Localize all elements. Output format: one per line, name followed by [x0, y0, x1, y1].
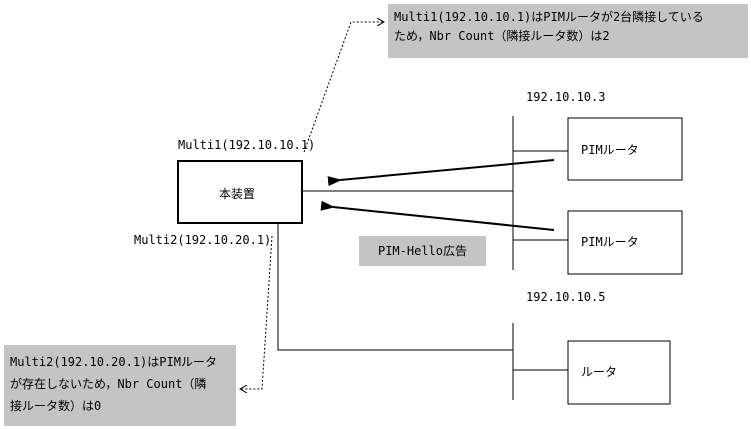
interface1-label: Multi1(192.10.10.1): [178, 138, 316, 152]
hello-arrow-1: [327, 159, 555, 187]
router1-box: [567, 117, 683, 181]
link-device-net2: [277, 223, 513, 351]
note-top-right: Multi1(192.10.10.1)はPIMルータが2台隣接している ため，N…: [388, 4, 748, 58]
net1-label: 192.10.10.3: [526, 90, 606, 104]
router1-label: PIMルータ: [581, 143, 639, 157]
note-bottom-line-3: 接ルータ数）は0: [10, 399, 102, 413]
router3-label: ルータ: [581, 365, 618, 379]
pim-hello-label: PIM-Hello広告: [359, 236, 486, 266]
note-bottom-line-1: Multi2(192.10.20.1)はPIMルータ: [10, 355, 217, 369]
device-label: 本装置: [219, 187, 256, 201]
router2-label: PIMルータ: [581, 235, 639, 249]
leader-bottom-note: [240, 235, 273, 389]
net2-label: 192.10.10.5: [526, 290, 606, 304]
leader-top-note: [303, 22, 384, 153]
device-box: [177, 160, 303, 224]
router2-box: [567, 210, 683, 275]
hello-arrow-2: [320, 200, 555, 231]
interface2-label: Multi2(192.10.20.1): [134, 233, 272, 247]
note-top-line-1: Multi1(192.10.10.1)はPIMルータが2台隣接している: [394, 10, 704, 24]
note-bottom-left: Multi2(192.10.20.1)はPIMルータ が存在しないため，Nbr …: [4, 345, 236, 426]
note-bottom-line-2: が存在しないため，Nbr Count（隣: [10, 377, 207, 391]
router3-box: [567, 340, 671, 405]
note-top-line-2: ため，Nbr Count（隣接ルータ数）は2: [394, 29, 610, 43]
